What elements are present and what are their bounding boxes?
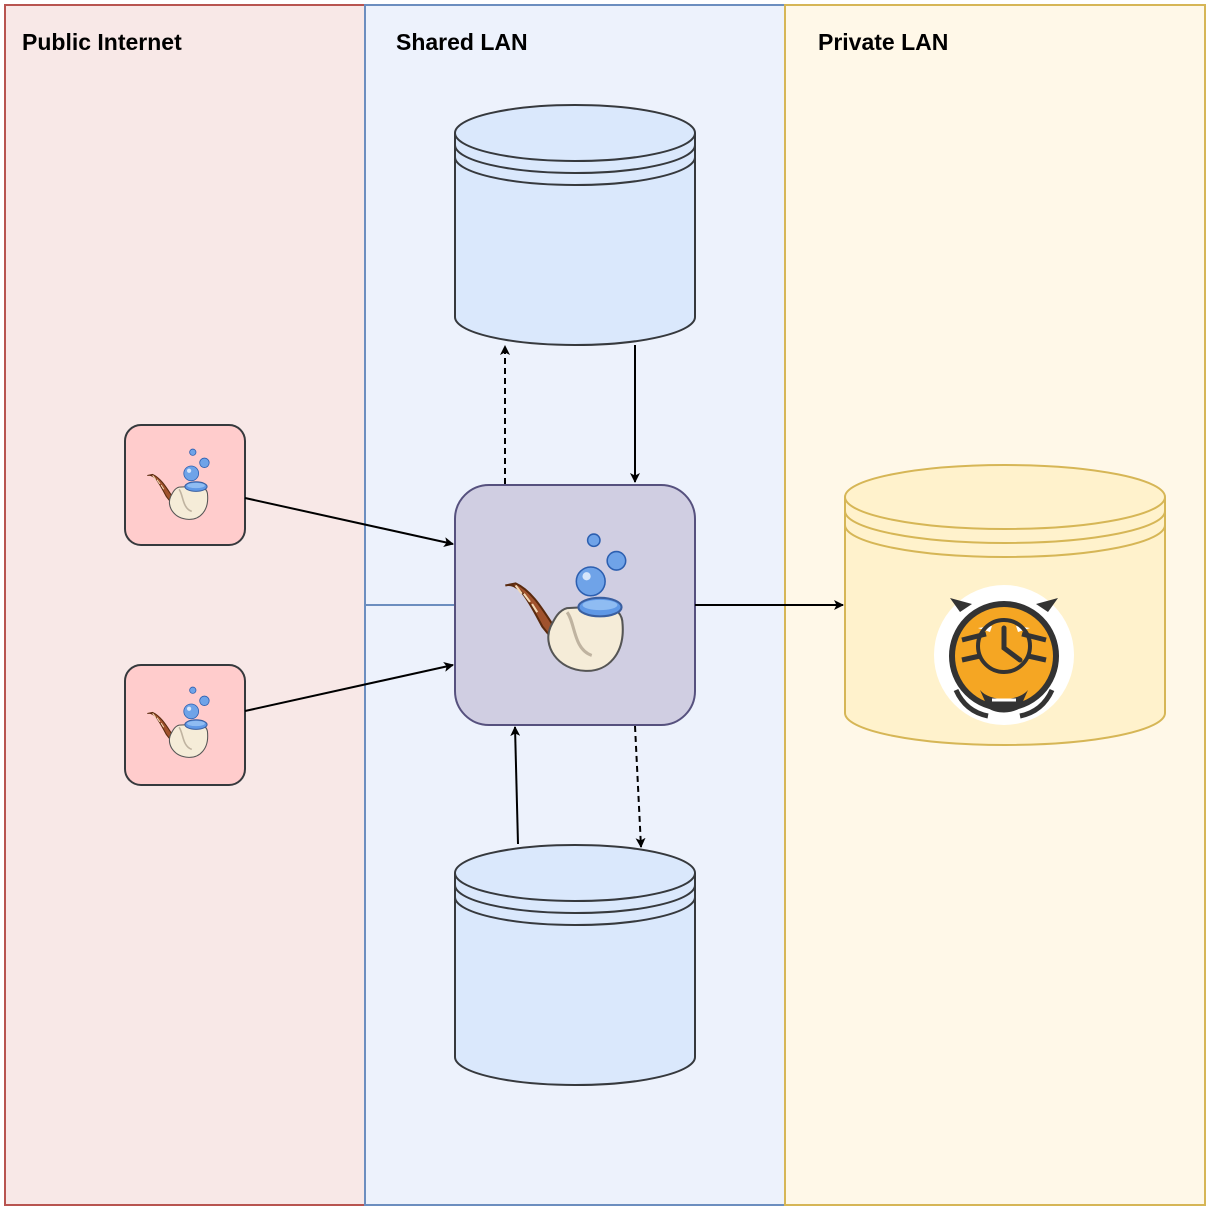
edge-client-top-to-relay <box>244 497 454 547</box>
edges <box>244 345 844 848</box>
edge-client-bottom-to-relay <box>244 662 454 712</box>
edge-db-bottom-to-relay <box>510 726 521 845</box>
zone-title-public-internet: Public Internet <box>22 29 182 55</box>
db-cylinder-bottom[interactable] <box>454 844 696 1086</box>
tiger-clock-icon <box>934 585 1074 725</box>
zone-title-shared-lan: Shared LAN <box>396 29 528 55</box>
relay-node[interactable] <box>454 484 696 726</box>
client-node-bottom[interactable] <box>124 664 246 786</box>
zone-public-internet-background <box>4 4 366 1206</box>
db-cylinder-top[interactable] <box>454 104 696 346</box>
zone-public-internet: Public Internet <box>4 4 366 1206</box>
edge-relay-to-db-bottom <box>634 725 646 848</box>
zone-title-private-lan: Private LAN <box>818 29 948 55</box>
db-cylinder-private[interactable] <box>844 464 1166 746</box>
client-node-top[interactable] <box>124 424 246 546</box>
